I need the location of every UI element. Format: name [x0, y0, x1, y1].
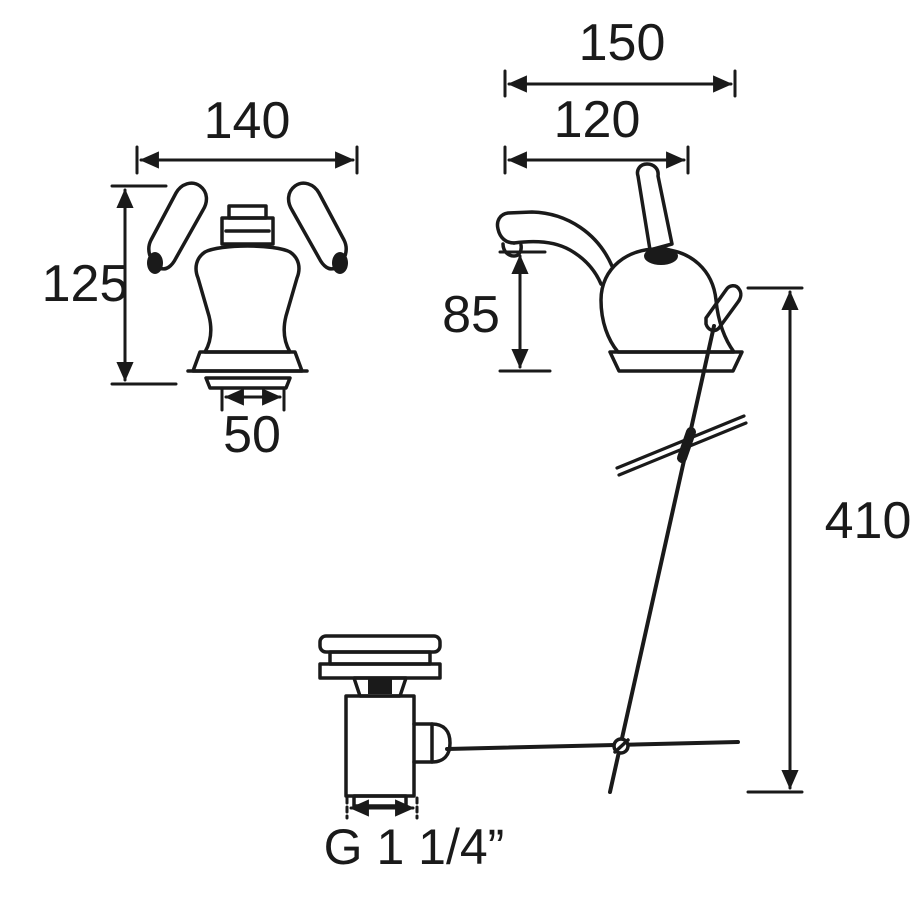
dim-label-overall-height: 410: [825, 492, 912, 550]
cross-rod-bottom: [617, 421, 748, 477]
popup-rod: [608, 324, 716, 794]
dim-label-front-height: 125: [42, 255, 129, 313]
dim-label-side-depth-spout: 120: [554, 91, 641, 149]
waste-lower-ring: [318, 662, 442, 680]
side-base-plate: [608, 350, 744, 373]
front-left-handle: [147, 181, 209, 271]
front-left-handle-base: [147, 252, 163, 274]
waste-tail: [352, 794, 408, 808]
dim-label-front-base-width: 50: [223, 406, 281, 464]
side-spout-top: [495, 210, 614, 268]
waste-mid-ring: [328, 650, 432, 666]
front-base-flare: [191, 350, 304, 373]
horizontal-rod: [445, 740, 740, 751]
side-popup-knob: [704, 284, 743, 333]
side-body: [599, 247, 736, 354]
dimension-lines: [110, 69, 804, 820]
popup-waste-drawing: [318, 634, 452, 808]
front-right-handle: [286, 181, 348, 271]
front-base-lip: [204, 376, 292, 390]
side-spout-outlet: [501, 242, 523, 258]
side-handle-lever: [635, 162, 674, 252]
front-body: [194, 244, 301, 354]
waste-body: [344, 694, 416, 798]
waste-plug: [368, 679, 392, 694]
side-spout-under: [512, 239, 603, 286]
rod-clamp-tick: [613, 738, 630, 754]
dim-label-waste-size: G 1 1/4”: [324, 819, 505, 875]
cross-rod-top: [615, 414, 746, 470]
rod-bead: [677, 427, 696, 463]
waste-outlet: [412, 722, 452, 764]
front-spout-body: [220, 216, 275, 246]
side-view-tap-drawing: [445, 162, 748, 794]
dim-label-spout-height: 85: [442, 286, 500, 344]
waste-top-ring: [318, 634, 442, 654]
front-right-handle-base: [332, 252, 348, 274]
dim-label-front-width: 140: [204, 92, 291, 150]
front-view-tap-drawing: [147, 181, 348, 390]
dim-label-side-depth-total: 150: [579, 14, 666, 72]
front-spout-cap: [227, 204, 268, 220]
